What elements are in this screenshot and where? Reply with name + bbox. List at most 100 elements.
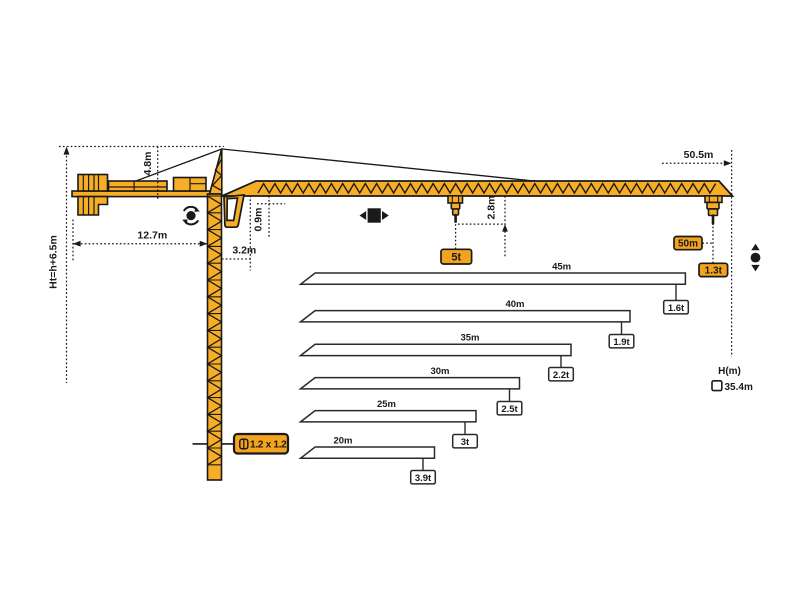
mast-rungs [207, 195, 222, 466]
dim-rear-offset-line [221, 195, 251, 271]
arrow-total-height-up [63, 146, 70, 155]
hoist-icon-up-arrow [751, 243, 760, 251]
badge-tip-capacity-text: 1.3t [705, 266, 723, 277]
hook-block-upper [450, 202, 461, 210]
jib-length-bar [298, 272, 687, 286]
jib-length-bar [298, 343, 572, 357]
dim-radius-line [662, 150, 733, 357]
tower-crane [71, 148, 735, 481]
jib-length-bar [298, 446, 436, 460]
badge-tip-radius-text: 50m [678, 239, 698, 250]
dim-hook-text: 2.8m [486, 196, 498, 220]
trolley-icon-square [367, 208, 381, 223]
capacity-label: 3.9t [415, 473, 432, 484]
trolley-hook-mid [447, 195, 464, 223]
arrow-counter-jib-right [199, 240, 208, 247]
jib-length-label: 20m [333, 435, 352, 446]
mast-section-icon [239, 438, 249, 450]
trolley-frame-lines [451, 195, 460, 203]
height-legend-value: 35.4m [725, 382, 753, 393]
tip-trolley-lines [708, 195, 719, 203]
dim-radius-text: 50.5m [684, 149, 714, 161]
slewing-icon-arrowhead-top [194, 206, 200, 212]
counterweight-upper-slabs [82, 174, 100, 191]
capacity-label: 1.6t [668, 303, 685, 314]
leader-capacity-tip [702, 226, 714, 263]
dim-hook-line [458, 196, 506, 259]
dimension-lines [59, 145, 733, 383]
capacity-label: 2.2t [553, 370, 570, 381]
capacity-box [662, 299, 690, 315]
slewing-icon-dot [186, 211, 196, 221]
trolley-frame [447, 195, 464, 204]
jib-length-label: 25m [377, 399, 396, 410]
arrow-hook-up [502, 224, 508, 232]
tip-hook-upper [706, 201, 720, 210]
trolley-icon-left-arrow [359, 211, 367, 220]
counterweight-lower-slabs [82, 196, 95, 215]
counterweight-upper [77, 173, 109, 192]
capacity-label: 3t [461, 437, 470, 448]
height-legend-swatch [711, 379, 723, 392]
capacity-label: 1.9t [613, 337, 630, 348]
badge-tip-radius-box [673, 235, 703, 251]
dim-rear-offset-text: 3.2m [232, 245, 256, 257]
jib-length-bar [298, 309, 631, 323]
tip-trolley-frame [704, 195, 723, 204]
load-chart-row: 25m 3t [298, 399, 479, 449]
load-chart-row: 40m 1.9t [298, 299, 635, 349]
dimension-texts: Ht=h+6.5m 4.8m 12.7m 3.2m 0.9m 2.8m 50.5… [48, 149, 714, 289]
counter-jib-beam [71, 190, 214, 198]
dim-counter-jib-line [72, 219, 208, 262]
height-legend-label: H(m) [718, 366, 741, 377]
hoist-icon-down-arrow [751, 264, 760, 272]
trolley-icon-right-arrow [382, 211, 389, 220]
badge-max-capacity-text: 5t [451, 251, 461, 263]
capacity-box [451, 433, 479, 449]
jib-lattice [257, 182, 717, 195]
capacity-box [496, 400, 523, 416]
load-chart-row: 45m 1.6t [298, 261, 690, 315]
dim-jib-depth-text: 0.9m [253, 208, 265, 232]
dim-tower-head-text: 4.8m [142, 152, 154, 176]
jib-length-bar [298, 376, 521, 390]
trolley-hook-tip [704, 195, 723, 225]
badge-mast-section-text: 1.2 x 1.2 [250, 440, 287, 451]
cab-window [226, 197, 239, 222]
arrow-radius-right [723, 160, 732, 167]
hoist-winch-lines [189, 177, 206, 191]
slewing-icon-arrowhead-bottom [182, 219, 188, 225]
load-chart: 45m 1.6t 40m 1.9t 35m 2.2t 30m 2.5t 25m … [298, 261, 690, 485]
counterweight-lower [77, 195, 109, 216]
jib-length-label: 40m [505, 299, 524, 310]
jib-length-bar [298, 409, 477, 423]
slewing-icon [182, 205, 200, 226]
badge-max-capacity-box [440, 248, 473, 265]
load-chart-row: 35m 2.2t [298, 333, 575, 382]
hoist-icon [750, 243, 761, 272]
jib-length-label: 30m [430, 366, 449, 377]
load-chart-row: 30m 2.5t [298, 366, 523, 416]
motion-icons [182, 205, 761, 272]
jib-length-label: 45m [552, 261, 571, 272]
tower-head-lattice [211, 158, 223, 192]
dimension-arrows [63, 146, 732, 247]
trolley-travel-icon [359, 208, 389, 223]
dim-jib-depth-line [257, 196, 286, 238]
capacity-box [608, 333, 635, 349]
load-chart-row: 20m 3.9t [298, 435, 437, 485]
height-legend: H(m) 35.4m [711, 366, 753, 393]
jib-length-label: 35m [460, 333, 479, 344]
tie-rod-jib [221, 148, 535, 182]
capacity-box [547, 366, 575, 382]
dim-counter-jib-text: 12.7m [137, 230, 167, 242]
capacity-box [409, 469, 437, 485]
machinery-box [107, 180, 168, 192]
badge-tip-capacity-box [698, 262, 729, 278]
dim-total-height-text: Ht=h+6.5m [48, 235, 60, 289]
capacity-label: 2.5t [501, 404, 518, 415]
arrow-counter-jib-left [73, 240, 81, 247]
badges: 5t 50m 1.3t 1.2 x 1.2 [232, 235, 729, 455]
